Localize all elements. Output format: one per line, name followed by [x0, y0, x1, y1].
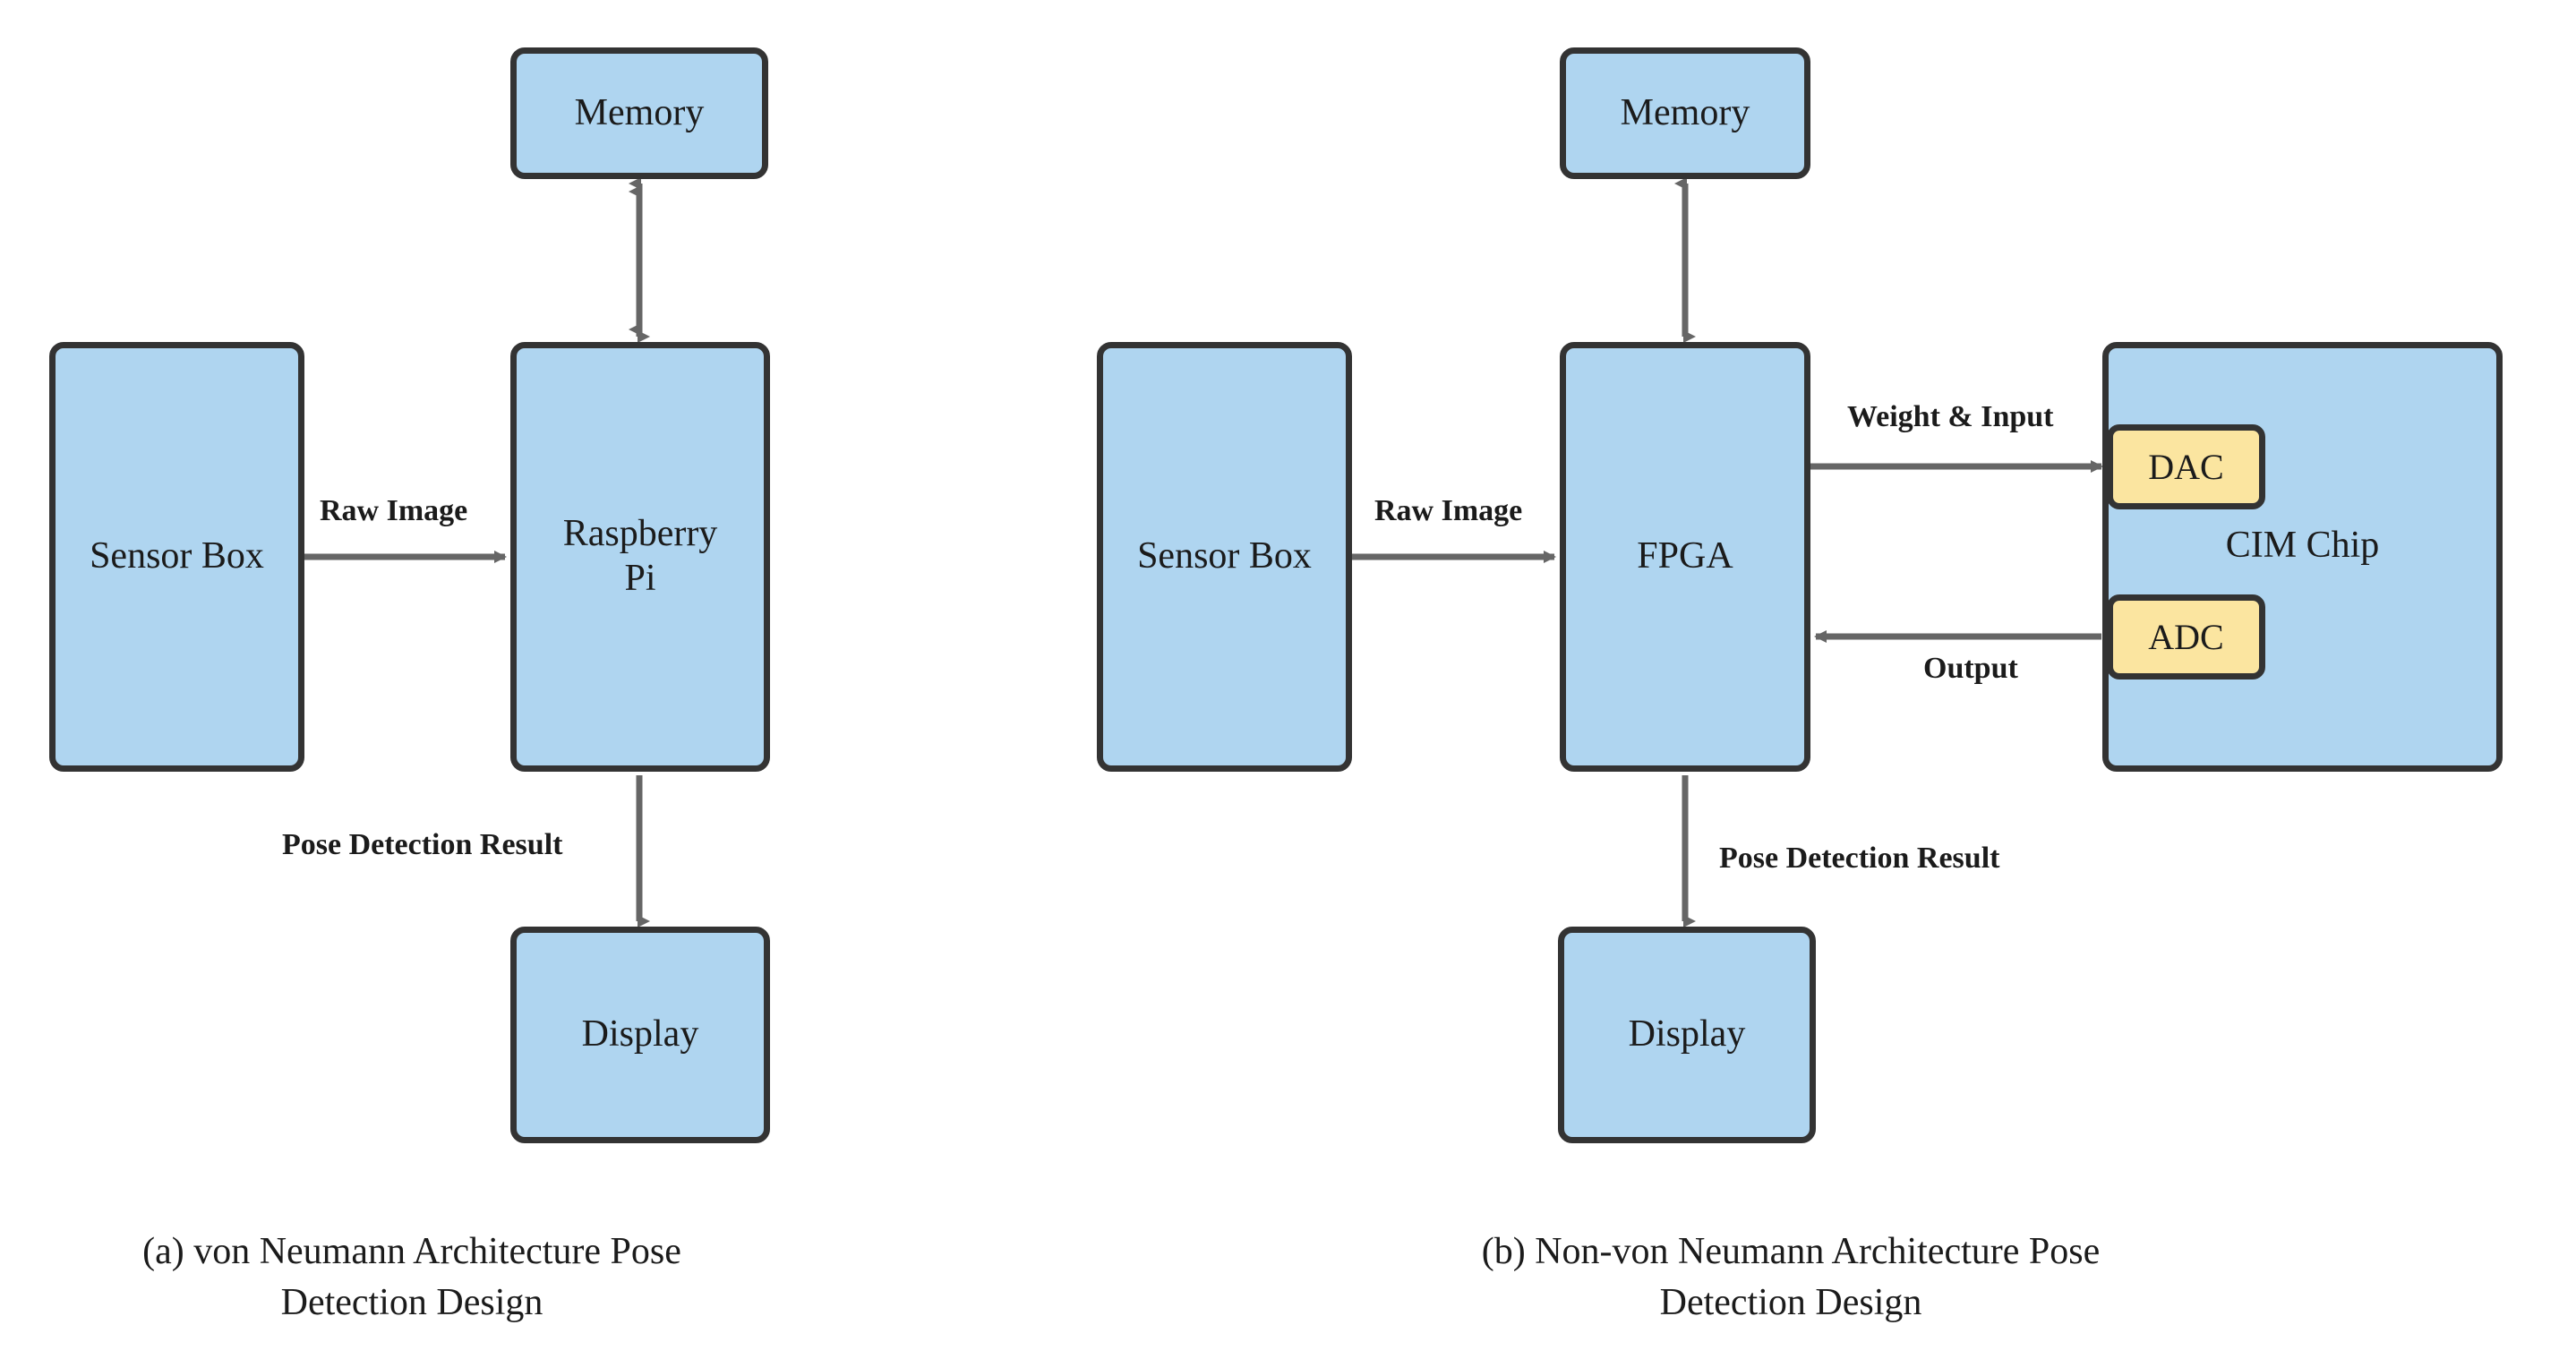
- edge-label-a-pose-detection-result: Pose Detection Result: [282, 828, 563, 861]
- node-a-memory[interactable]: Memory: [510, 47, 768, 179]
- node-b-display-label: Display: [1628, 1013, 1746, 1056]
- node-a-raspberry-pi-label: Raspberry Pi: [562, 513, 718, 599]
- node-b-memory-label: Memory: [1620, 91, 1750, 133]
- node-b-fpga[interactable]: FPGA: [1560, 342, 1810, 772]
- caption-panel-b-line1: (b) Non-von Neumann Architecture Pose: [1481, 1231, 2101, 1272]
- caption-panel-b-line2: Detection Design: [1659, 1281, 1922, 1323]
- caption-panel-a: (a) von Neumann Architecture Pose Detect…: [36, 1227, 788, 1328]
- node-a-sensor-box[interactable]: Sensor Box: [49, 342, 304, 772]
- node-b-sensor-box[interactable]: Sensor Box: [1097, 342, 1352, 772]
- edge-label-a-raw-image: Raw Image: [320, 494, 468, 527]
- node-a-sensor-box-label: Sensor Box: [90, 535, 264, 577]
- edge-label-b-raw-image: Raw Image: [1374, 494, 1523, 527]
- edge-label-b-output: Output: [1923, 652, 2018, 685]
- caption-panel-a-line1: (a) von Neumann Architecture Pose: [142, 1231, 681, 1272]
- node-b-dac-label: DAC: [2148, 446, 2224, 487]
- node-a-display[interactable]: Display: [510, 927, 770, 1143]
- caption-panel-a-line2: Detection Design: [280, 1281, 543, 1323]
- node-b-cim-chip-label: CIM Chip: [2225, 525, 2380, 566]
- node-b-dac[interactable]: DAC: [2107, 424, 2265, 509]
- node-b-adc-label: ADC: [2148, 616, 2224, 657]
- node-a-raspberry-pi[interactable]: Raspberry Pi: [510, 342, 770, 772]
- node-a-memory-label: Memory: [574, 91, 705, 133]
- node-b-sensor-box-label: Sensor Box: [1137, 535, 1312, 577]
- node-b-adc[interactable]: ADC: [2107, 594, 2265, 680]
- node-b-memory[interactable]: Memory: [1560, 47, 1810, 179]
- node-b-display[interactable]: Display: [1558, 927, 1816, 1143]
- edge-label-b-pose-detection-result: Pose Detection Result: [1719, 842, 2000, 875]
- caption-panel-b: (b) Non-von Neumann Architecture Pose De…: [1370, 1227, 2212, 1328]
- edge-label-b-weight-and-input: Weight & Input: [1847, 400, 2054, 433]
- node-b-fpga-label: FPGA: [1637, 535, 1733, 577]
- node-a-display-label: Display: [581, 1013, 699, 1056]
- node-b-cim-chip[interactable]: CIM Chip: [2102, 342, 2503, 772]
